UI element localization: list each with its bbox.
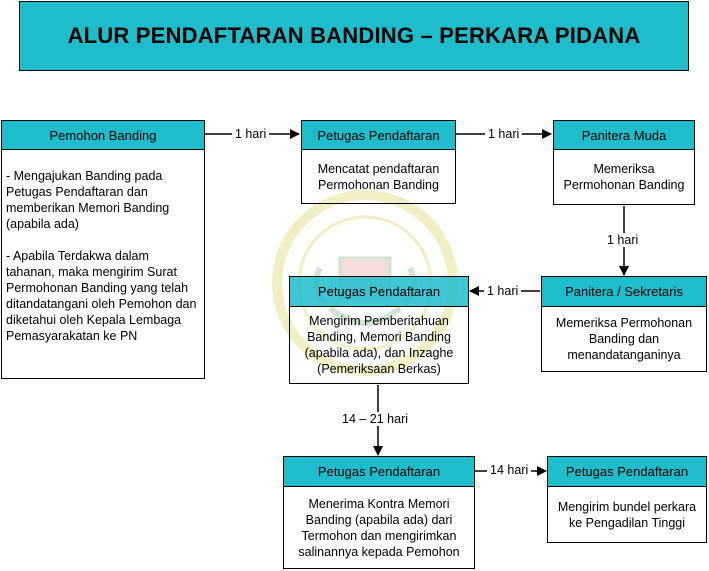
node-panitera-muda-header: Panitera Muda: [553, 120, 695, 150]
node-petugas4-body: Mengirim bundel perkara ke Pengadilan Ti…: [547, 486, 707, 543]
node-petugas1-header: Petugas Pendaftaran: [301, 120, 456, 150]
node-panitera-sekretaris-header: Panitera / Sekretaris: [541, 276, 707, 307]
node-petugas2-header: Petugas Pendaftaran: [289, 276, 469, 307]
node-petugas3-body: Menerima Kontra Memori Banding (apabila …: [283, 486, 475, 569]
node-pemohon-header: Pemohon Banding: [1, 120, 205, 150]
edge-label-panitera-muda-sekretaris: 1 hari: [604, 233, 642, 247]
pemohon-paragraph-2: - Apabila Terdakwa dalam tahanan, maka m…: [6, 249, 197, 343]
node-pemohon-body: - Mengajukan Banding pada Petugas Pendaf…: [1, 149, 205, 379]
node-panitera-sekretaris-body: Memeriksa Permohonan Banding dan menanda…: [541, 306, 707, 372]
node-petugas3-header: Petugas Pendaftaran: [283, 456, 475, 487]
edge-label-sekretaris-petugas2: 1 hari: [484, 284, 522, 298]
node-petugas4-header: Petugas Pendaftaran: [547, 456, 707, 487]
pemohon-paragraph-1: - Mengajukan Banding pada Petugas Pendaf…: [6, 169, 170, 231]
node-panitera-muda-body: Memeriksa Permohonan Banding: [553, 149, 695, 205]
page-title: ALUR PENDAFTARAN BANDING – PERKARA PIDAN…: [19, 1, 689, 71]
edge-label-petugas2-petugas3: 14 – 21 hari: [339, 412, 412, 426]
edge-label-pemohon-petugas1: 1 hari: [232, 127, 270, 141]
edge-label-petugas1-panitera-muda: 1 hari: [485, 127, 523, 141]
node-petugas1-body: Mencatat pendaftaran Permohonan Banding: [301, 149, 456, 204]
node-petugas2-body: Mengirim Pemberitahuan Banding, Memori B…: [289, 306, 469, 384]
edge-label-petugas3-petugas4: 14 hari: [487, 463, 532, 477]
